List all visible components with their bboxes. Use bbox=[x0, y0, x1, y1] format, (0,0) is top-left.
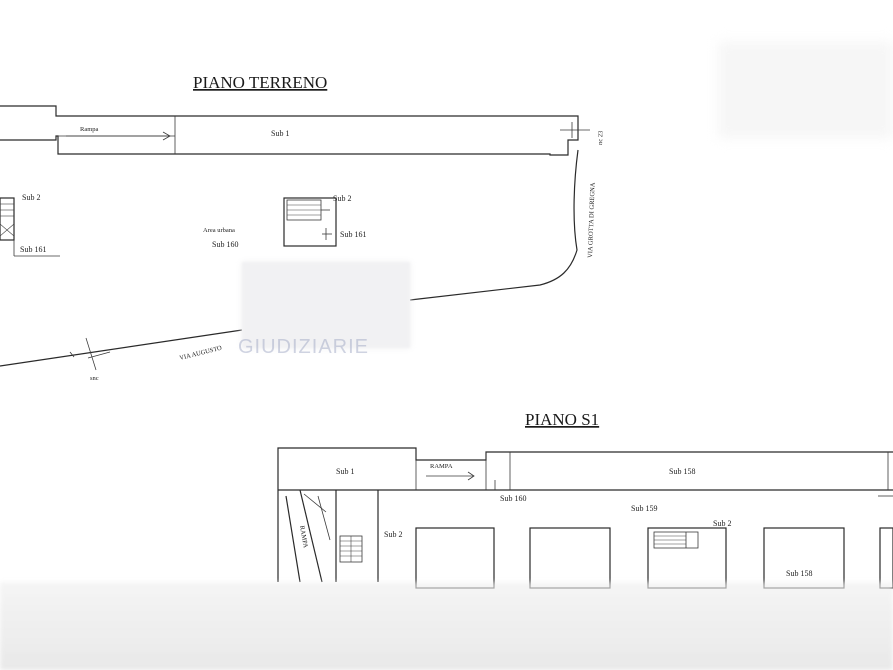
basement-rampa-side-label: RAMPA bbox=[298, 525, 309, 549]
ground-sub161-left-label: Sub 161 bbox=[20, 245, 46, 254]
ground-rampa-label: Rampa bbox=[80, 126, 99, 133]
ground-sub1-label: Sub 1 bbox=[271, 129, 289, 138]
street-number-label: nc 23 bbox=[597, 131, 604, 146]
watermark-text: GIUDIZIARIE bbox=[238, 336, 370, 358]
area-urbana-label: Area urbana bbox=[203, 227, 235, 234]
blurred-region bbox=[718, 42, 893, 138]
basement-sub159-label: Sub 159 bbox=[631, 504, 657, 513]
basement-rampa-top-label: RAMPA bbox=[430, 463, 453, 470]
basement-sub160-label: Sub 160 bbox=[500, 494, 526, 503]
ground-left-stair bbox=[0, 197, 60, 257]
ground-street-marker: snc bbox=[90, 375, 99, 382]
ground-sub160-label: Sub 160 bbox=[212, 240, 238, 249]
basement-sub158-top-label: Sub 158 bbox=[669, 467, 695, 476]
ground-sub2-center-label: Sub 2 bbox=[333, 194, 351, 203]
blurred-watermark-band bbox=[0, 582, 893, 670]
basement-sub2-right-label: Sub 2 bbox=[713, 519, 731, 528]
ground-floor-building bbox=[0, 105, 590, 156]
basement-sub2-left-label: Sub 2 bbox=[384, 530, 402, 539]
ground-sub2-left-label: Sub 2 bbox=[22, 193, 40, 202]
ground-center-stair bbox=[283, 197, 337, 247]
basement-sub1-label: Sub 1 bbox=[336, 467, 354, 476]
via-grotta-label: VIA GROTTA DI GREGNA bbox=[587, 182, 597, 258]
basement-building bbox=[277, 447, 893, 589]
ground-floor-boundary bbox=[0, 149, 579, 371]
ground-sub161-center-label: Sub 161 bbox=[340, 230, 366, 239]
redacted-region bbox=[242, 262, 410, 348]
ground-floor-title: PIANO TERRENO bbox=[193, 73, 327, 92]
basement-title: PIANO S1 bbox=[525, 410, 599, 429]
via-augusto-label: VIA AUGUSTO bbox=[179, 345, 223, 362]
basement-sub158-right-label: Sub 158 bbox=[786, 569, 812, 578]
